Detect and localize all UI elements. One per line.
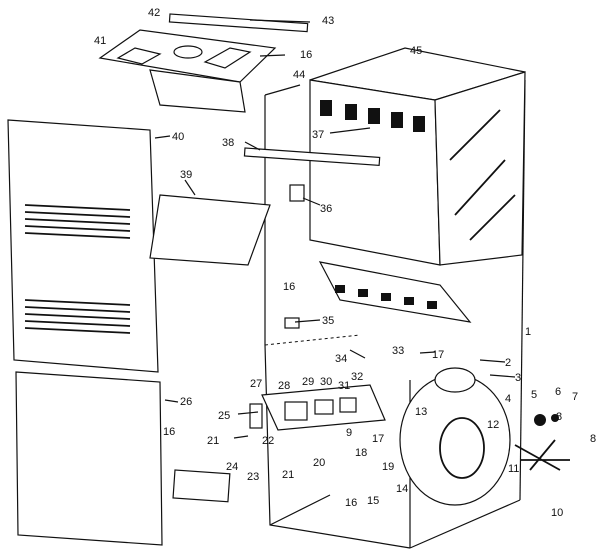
part-label-11: 11 — [508, 463, 519, 475]
lower-door-panel — [15, 371, 163, 546]
part-label-31: 31 — [338, 380, 350, 392]
part-label-7: 7 — [572, 391, 578, 403]
sensor-block — [284, 317, 300, 329]
part-label-25: 25 — [218, 410, 230, 422]
part-label-24: 24 — [226, 461, 238, 473]
part-label-16c: 16 — [163, 426, 175, 438]
heat-exchanger — [309, 47, 526, 266]
part-label-3: 3 — [515, 372, 521, 384]
part-label-17a: 17 — [432, 349, 444, 361]
blower-assembly — [399, 367, 511, 506]
part-label-37: 37 — [312, 129, 324, 141]
part-label-44: 44 — [293, 69, 305, 81]
part-label-4: 4 — [505, 393, 511, 405]
control-assembly — [249, 384, 386, 431]
part-label-40: 40 — [172, 131, 184, 143]
part-label-16d: 16 — [345, 497, 357, 509]
part-label-41: 41 — [94, 35, 106, 47]
part-label-30: 30 — [320, 376, 332, 388]
part-label-22: 22 — [262, 435, 274, 447]
part-label-35: 35 — [322, 315, 334, 327]
part-label-14: 14 — [396, 483, 408, 495]
part-label-21b: 21 — [282, 469, 294, 481]
motor-hardware — [172, 414, 570, 503]
part-label-43: 43 — [322, 15, 334, 27]
part-label-21a: 21 — [207, 435, 219, 447]
part-labels: 42 43 41 16 45 44 40 37 38 39 36 16 35 3… — [94, 7, 596, 519]
part-label-23: 23 — [247, 471, 259, 483]
burner-shield — [149, 194, 271, 266]
leader-lines — [154, 19, 516, 439]
part-label-8a: 8 — [556, 411, 562, 423]
part-label-28: 28 — [278, 380, 290, 392]
part-label-13: 13 — [415, 406, 427, 418]
lower-louvers — [24, 299, 131, 334]
part-label-36: 36 — [320, 203, 332, 215]
pilot-bracket — [289, 184, 305, 202]
burner-tray — [318, 261, 472, 323]
front-door-panel — [7, 119, 159, 373]
part-label-17b: 17 — [372, 433, 384, 445]
part-label-5: 5 — [531, 389, 537, 401]
part-label-34: 34 — [335, 353, 347, 365]
part-label-32: 32 — [351, 371, 363, 383]
part-label-29: 29 — [302, 376, 314, 388]
part-label-33: 33 — [392, 345, 404, 357]
part-label-26: 26 — [180, 396, 192, 408]
part-label-2: 2 — [505, 357, 511, 369]
manifold-bar — [243, 147, 381, 167]
part-label-10: 10 — [551, 507, 563, 519]
part-label-39: 39 — [180, 169, 192, 181]
part-label-9: 9 — [346, 427, 352, 439]
part-label-15: 15 — [367, 495, 379, 507]
part-label-20: 20 — [313, 457, 325, 469]
part-label-18: 18 — [355, 447, 367, 459]
part-label-19: 19 — [382, 461, 394, 473]
top-cover-assembly — [98, 13, 309, 113]
part-label-27: 27 — [250, 378, 262, 390]
part-label-6: 6 — [555, 386, 561, 398]
part-label-16b: 16 — [283, 281, 295, 293]
part-label-42: 42 — [148, 7, 160, 19]
part-label-16a: 16 — [300, 49, 312, 61]
part-label-45: 45 — [410, 45, 422, 57]
part-label-12: 12 — [487, 419, 499, 431]
part-label-1: 1 — [525, 326, 531, 338]
part-label-38: 38 — [222, 137, 234, 149]
upper-louvers — [24, 204, 131, 239]
part-label-8b: 8 — [590, 433, 596, 445]
